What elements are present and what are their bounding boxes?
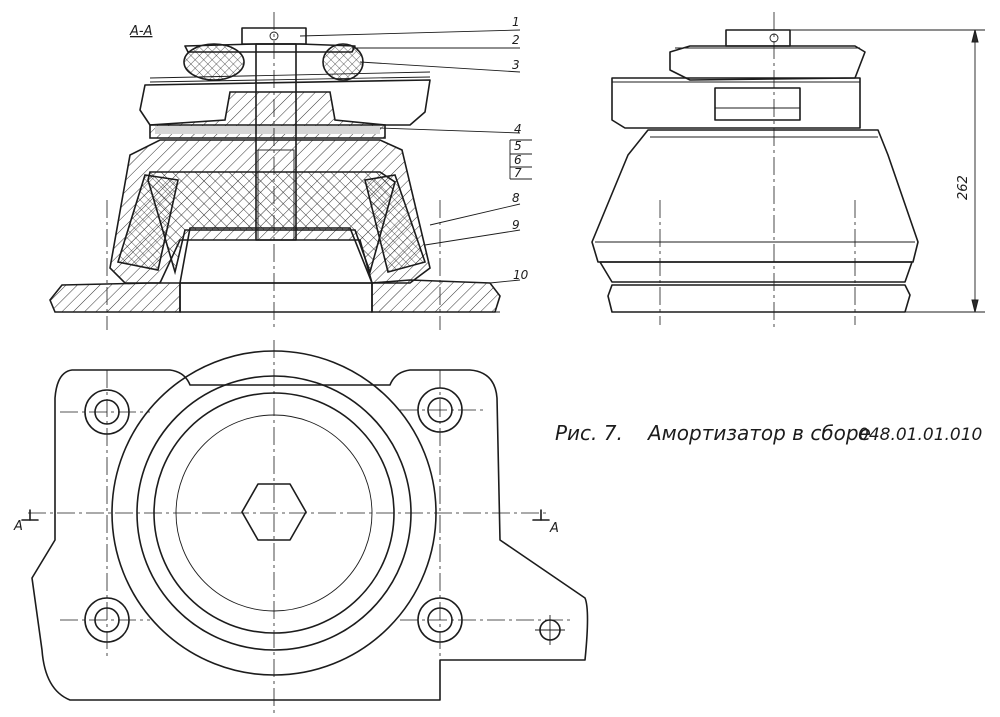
- ext-center-boss: [714, 87, 801, 121]
- callout-4: 4: [514, 122, 522, 136]
- callout-3: 3: [512, 58, 520, 72]
- dimension-262: [790, 29, 985, 313]
- base-flange: [49, 282, 181, 313]
- caption: Рис. 7. Амортизатор в сборе 048.01.01.01…: [555, 421, 982, 445]
- section-mark-left: А: [13, 519, 23, 534]
- ext-bolt-head: [725, 29, 791, 47]
- external-view: [591, 12, 919, 330]
- callout-7: 7: [514, 166, 522, 180]
- ring-left: [183, 43, 245, 81]
- caption-code: 048.01.01.010: [858, 425, 982, 445]
- section-title: А-А: [129, 24, 152, 39]
- ext-base: [599, 261, 913, 283]
- plan-view: [21, 340, 589, 715]
- plan-base-outline: [31, 369, 589, 701]
- callout-10: 10: [513, 268, 529, 282]
- callout-5: 5: [514, 139, 522, 153]
- base-cavity: [179, 282, 373, 313]
- hex-nut: [241, 483, 307, 541]
- callout-leaders: [299, 29, 532, 284]
- callout-6: 6: [514, 153, 522, 167]
- ring-right: [322, 43, 364, 81]
- ext-cap: [669, 45, 866, 81]
- caption-fig: Рис. 7.: [555, 421, 623, 445]
- callout-8: 8: [512, 191, 520, 205]
- ext-top-plate: [611, 77, 861, 129]
- inner-cavity: [179, 227, 373, 284]
- base-flange-right: [371, 279, 501, 313]
- section-view: [49, 12, 501, 330]
- ext-base-flange: [607, 284, 911, 313]
- ext-cone: [591, 129, 919, 263]
- dimension-value: 262: [956, 175, 971, 200]
- callout-1: 1: [512, 15, 520, 29]
- section-mark-right: А: [549, 521, 559, 536]
- caption-title: Амортизатор в сборе: [646, 421, 871, 445]
- inner-cone: [147, 171, 396, 276]
- cover-plate: [139, 79, 431, 126]
- callout-9: 9: [512, 218, 520, 232]
- callout-2: 2: [512, 33, 520, 47]
